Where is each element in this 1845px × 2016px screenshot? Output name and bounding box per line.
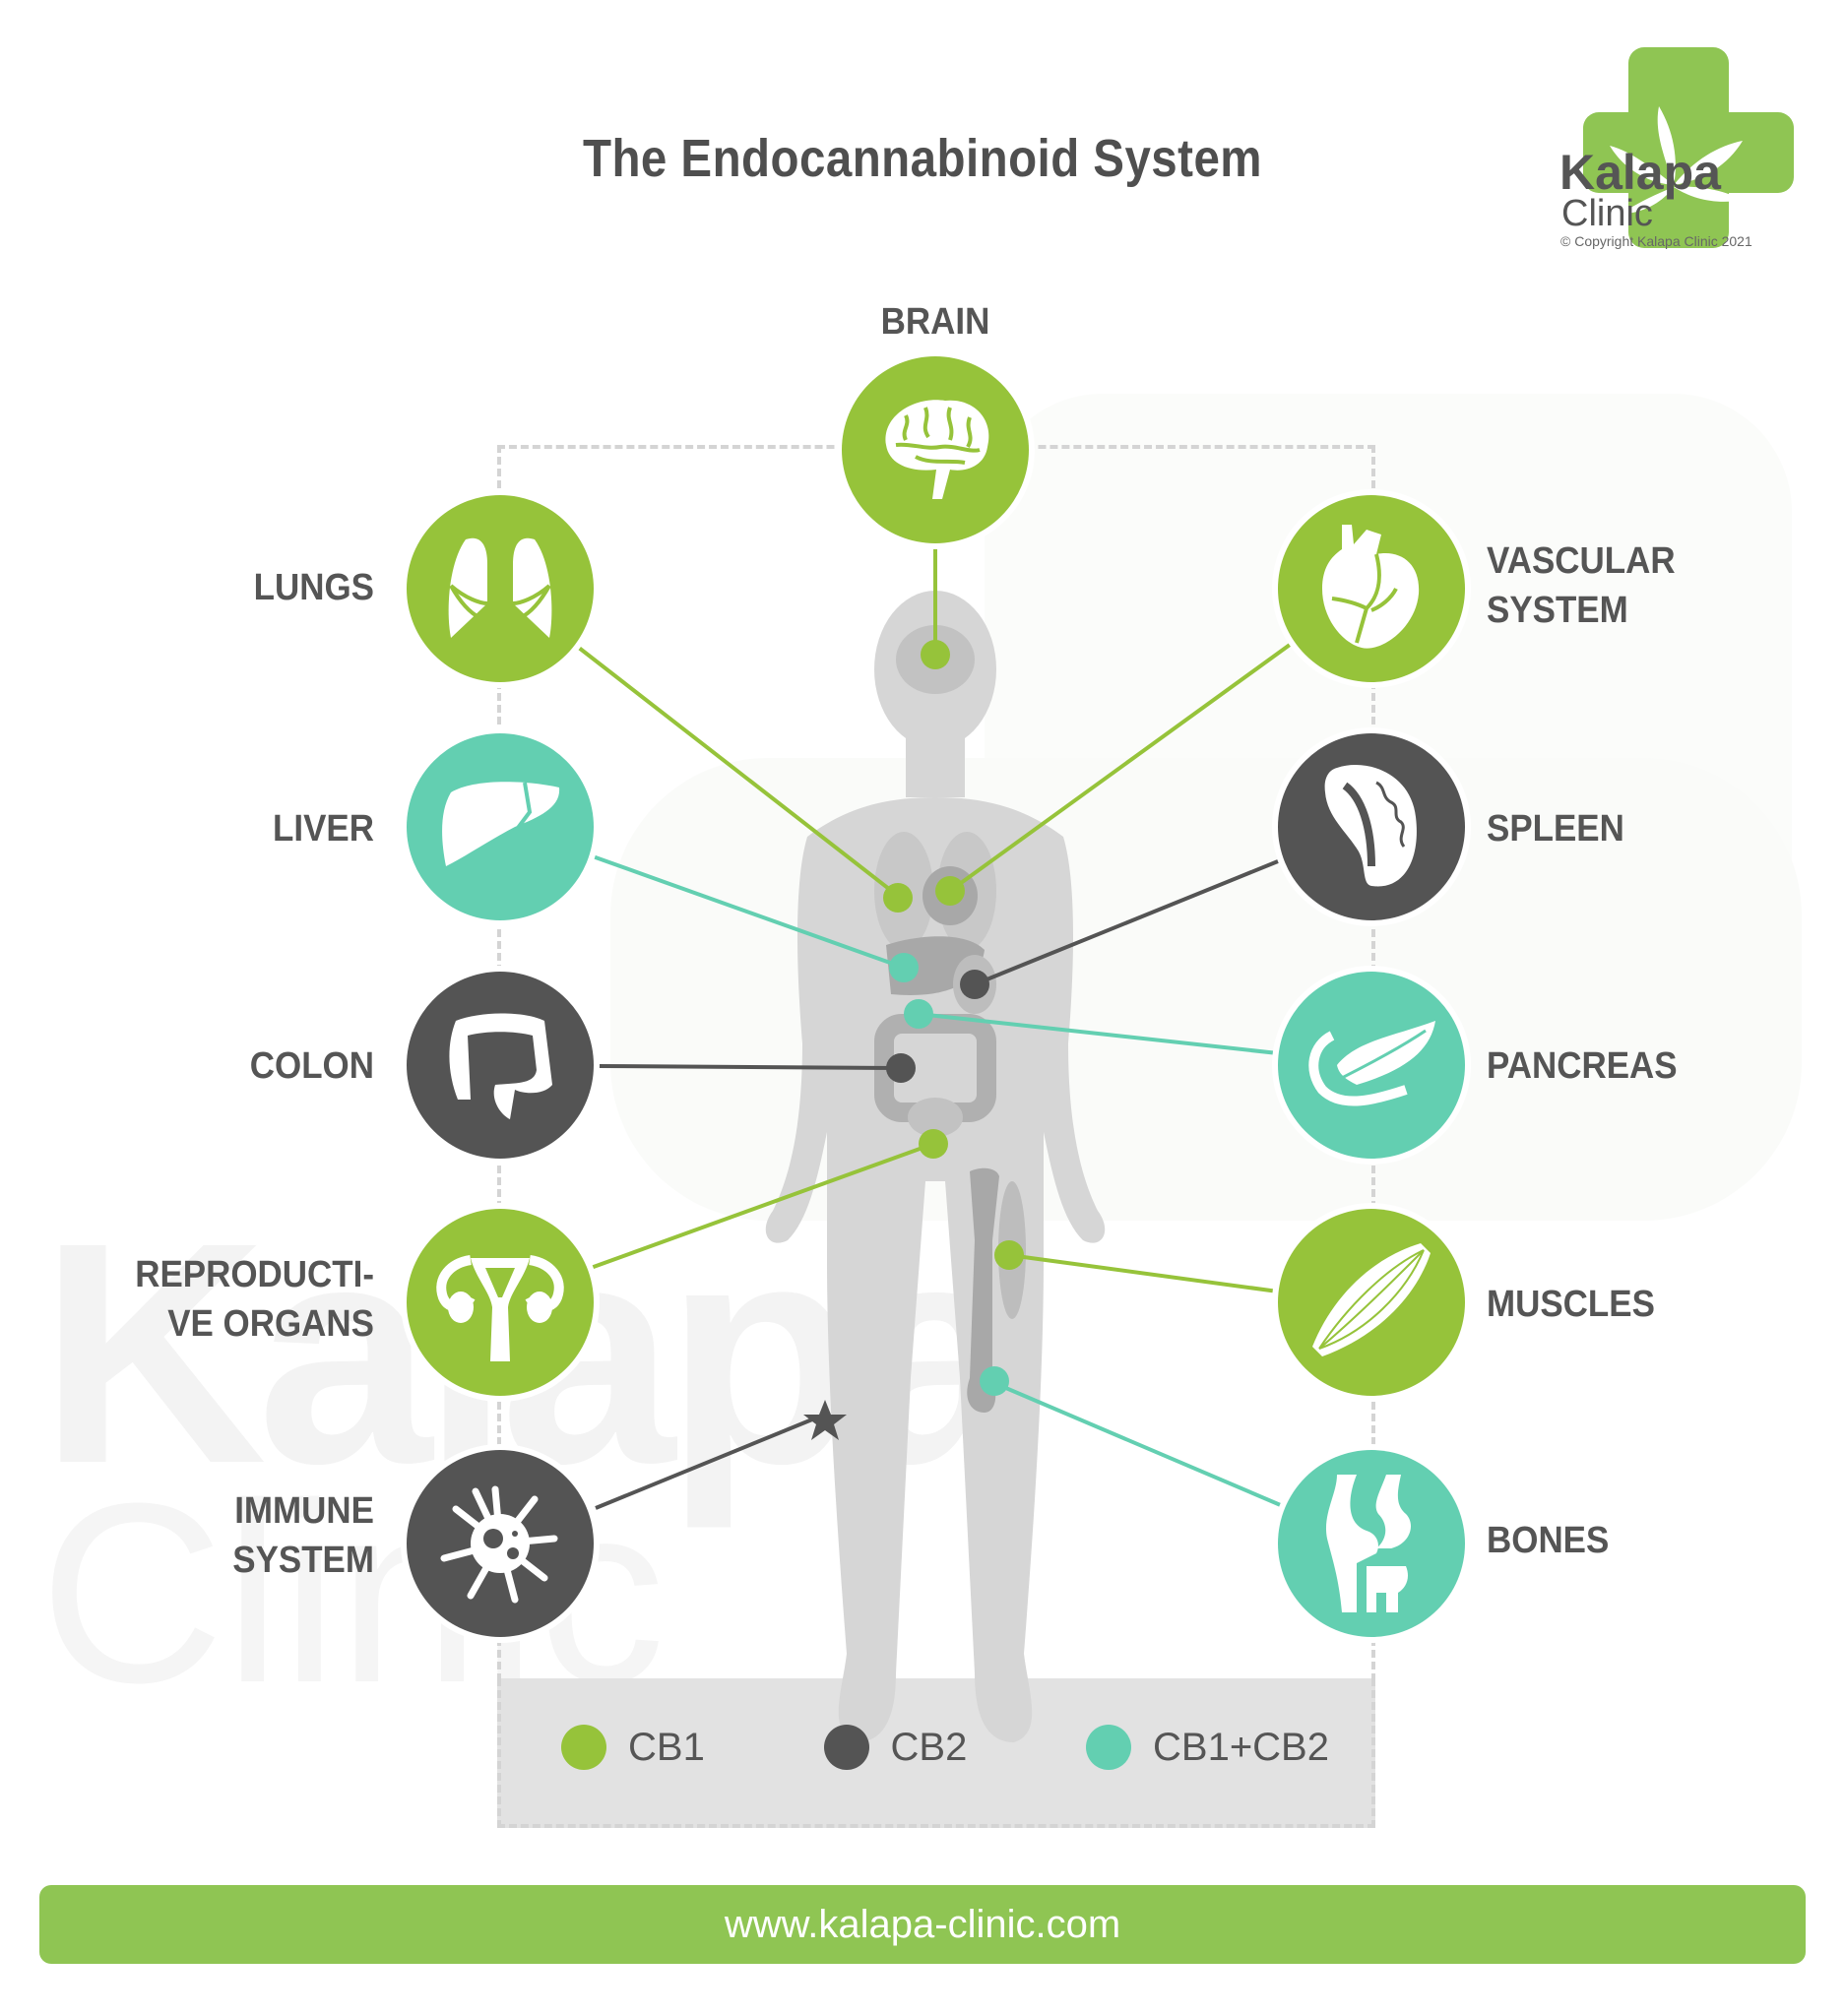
lungs-label: LUNGS — [253, 567, 374, 608]
colon-icon — [449, 1013, 552, 1119]
muscle-dot — [994, 1240, 1024, 1270]
logo-subname: Clinic — [1561, 193, 1653, 234]
colon-node[interactable] — [407, 972, 594, 1159]
pancreas-label: PANCREAS — [1487, 1045, 1678, 1087]
legend-item-cb1: CB1 — [561, 1725, 705, 1770]
reproductive-node[interactable] — [407, 1209, 594, 1396]
muscles-node[interactable] — [1278, 1209, 1465, 1396]
lungs-icon — [448, 537, 552, 638]
liver-label: LIVER — [273, 808, 374, 850]
cb1-cb2-dot-icon — [1086, 1725, 1131, 1770]
copyright-text: © Copyright Kalapa Clinic 2021 — [1560, 233, 1752, 249]
colon-label: COLON — [249, 1045, 374, 1087]
colon-dot — [886, 1053, 916, 1083]
connector-lines — [577, 546, 1292, 1510]
heart-icon — [1322, 525, 1420, 649]
liver-dot — [889, 953, 919, 982]
brain-icon — [885, 400, 989, 499]
immune-node[interactable] — [407, 1450, 594, 1637]
bones-node[interactable] — [1278, 1450, 1465, 1637]
knee-joint-icon — [1325, 1475, 1411, 1612]
liver-node[interactable] — [407, 733, 594, 920]
footer-banner[interactable]: www.kalapa-clinic.com — [39, 1885, 1806, 1964]
lungs-node[interactable] — [407, 495, 594, 682]
star-icon — [803, 1400, 847, 1440]
spleen-node[interactable] — [1278, 733, 1465, 920]
vascular-node[interactable] — [1278, 495, 1465, 682]
brain-dot — [921, 640, 950, 669]
reproductive-dot — [919, 1129, 948, 1159]
pancreas-dot — [904, 999, 933, 1029]
kalapa-logo — [1536, 37, 1831, 264]
legend-item-cb2: CB2 — [823, 1725, 967, 1770]
pancreas-node[interactable] — [1278, 972, 1465, 1159]
logo-name: Kalapa — [1559, 145, 1721, 200]
pancreas-icon — [1308, 1021, 1435, 1106]
page-title: The Endocannabinoid System — [582, 129, 1263, 188]
muscle-icon — [1312, 1243, 1431, 1356]
spleen-label: SPLEEN — [1487, 808, 1624, 850]
vascular-label: VASCULAR SYSTEM — [1487, 540, 1676, 631]
bones-label: BONES — [1487, 1520, 1610, 1561]
cb2-dot-icon — [823, 1725, 869, 1770]
spleen-dot — [960, 970, 989, 999]
human-body-silhouette — [765, 591, 1106, 1742]
legend-panel — [497, 1678, 1375, 1828]
uterus-icon — [436, 1255, 564, 1361]
medical-cross-leaf-icon — [1583, 47, 1794, 248]
legend-item-cb1-cb2: CB1+CB2 — [1086, 1725, 1329, 1770]
website-link[interactable]: www.kalapa-clinic.com — [724, 1902, 1121, 1946]
muscles-label: MUSCLES — [1487, 1284, 1655, 1325]
reproductive-label: REPRODUCTI- VE ORGANS — [135, 1254, 374, 1345]
legend: CB1 CB2 CB1+CB2 — [561, 1725, 1329, 1770]
heart-dot — [935, 876, 965, 906]
spleen-icon — [1324, 765, 1417, 887]
immune-cell-icon — [440, 1485, 558, 1604]
brain-node[interactable] — [842, 356, 1029, 543]
brain-label: BRAIN — [880, 301, 990, 343]
bone-dot — [980, 1366, 1009, 1396]
liver-icon — [442, 782, 560, 866]
lungs-dot — [883, 883, 913, 913]
receptor-dots — [803, 640, 1024, 1440]
immune-label: IMMUNE SYSTEM — [232, 1490, 374, 1581]
cb1-dot-icon — [561, 1725, 606, 1770]
